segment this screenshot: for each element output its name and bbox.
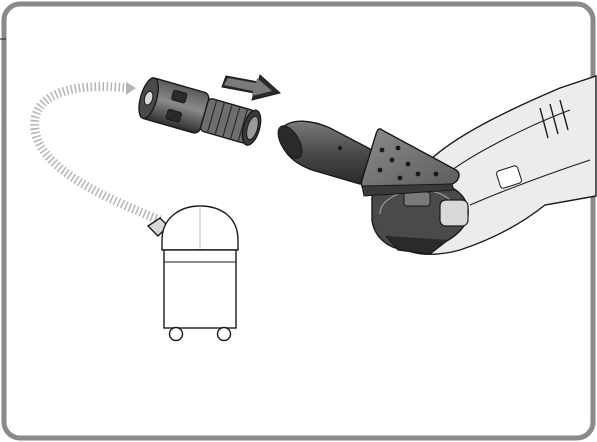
extraction-adapter-icon — [138, 77, 262, 146]
dust-extraction-hose-icon — [30, 82, 162, 225]
push-direction-arrow-icon — [221, 74, 282, 101]
delta-sanding-pad-icon — [360, 128, 460, 197]
oscillating-multi-tool-icon — [277, 75, 597, 255]
vacuum-cleaner-icon — [146, 205, 239, 342]
